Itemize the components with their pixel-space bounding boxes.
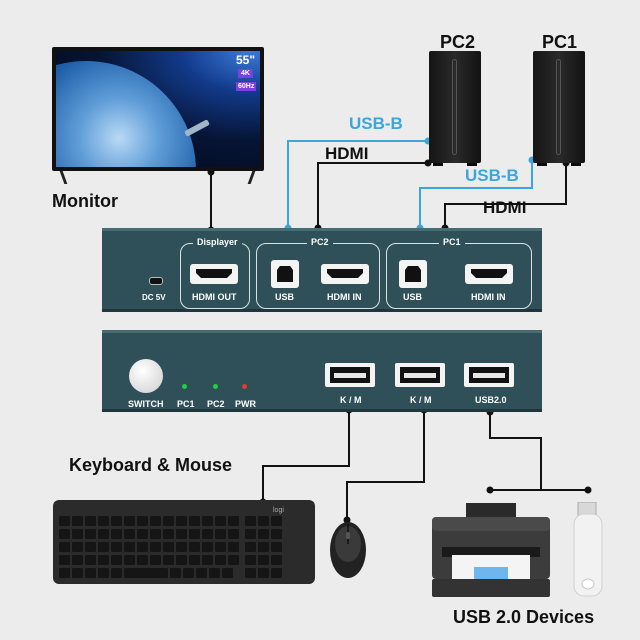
pc2-tower xyxy=(429,51,481,166)
mouse-image xyxy=(330,522,366,578)
pc2-group-title: PC2 xyxy=(307,237,333,247)
pc1-group-title: PC1 xyxy=(439,237,465,247)
resolution-badge: 4K xyxy=(238,69,253,78)
keyboard-cable xyxy=(262,410,350,502)
mouse-cable xyxy=(346,410,425,520)
usb-devices-label: USB 2.0 Devices xyxy=(453,607,595,627)
refresh-badge: 60Hz xyxy=(236,82,257,91)
earth-image xyxy=(56,61,196,167)
pc1-led xyxy=(182,384,187,389)
hdmi-label-pc2: HDMI xyxy=(325,144,369,163)
screen-size-badge: 55" xyxy=(236,53,256,67)
pc2-hdmi-cable xyxy=(317,162,428,228)
pc1-usb-b-port xyxy=(399,260,427,288)
pc1-tower xyxy=(533,51,585,166)
pc1-group: PC1 USB HDMI IN xyxy=(386,237,532,309)
monitor-screen xyxy=(56,51,260,167)
pc1-led-label: PC1 xyxy=(177,399,195,409)
pc2-led xyxy=(213,384,218,389)
pc1-usb-label: USB xyxy=(403,292,423,302)
printer-image xyxy=(432,503,550,597)
pc2-hdmi-in-label: HDMI IN xyxy=(327,292,362,302)
pc2-label: PC2 xyxy=(440,32,476,52)
displayer-title: Displayer xyxy=(193,237,242,247)
pc1-label: PC1 xyxy=(542,32,578,52)
dc-label: DC 5V xyxy=(142,293,166,302)
usb-devices-cable xyxy=(489,412,542,490)
pc2-usb-b-port xyxy=(271,260,299,288)
km-port-2-label: K / M xyxy=(410,395,432,405)
usb-b-label-pc2: USB-B xyxy=(349,114,403,133)
pc2-hdmi-in-port xyxy=(321,264,369,284)
monitor: 55" 4K 60Hz xyxy=(52,47,264,171)
pwr-led xyxy=(242,384,247,389)
km-port-1 xyxy=(325,363,375,387)
pc1-hdmi-cable xyxy=(444,163,567,228)
pc2-led-label: PC2 xyxy=(207,399,225,409)
switch-label: SWITCH xyxy=(128,399,164,409)
kvm-front-panel: SWITCH PC1 PC2 PWR K / M K / M USB2.0 xyxy=(102,330,542,412)
km-port-1-label: K / M xyxy=(340,395,362,405)
usb-drive-image xyxy=(573,502,603,597)
pc2-usb-cable xyxy=(287,140,428,228)
usb2-port-label: USB2.0 xyxy=(475,395,507,405)
pc1-usb-cable xyxy=(419,160,533,228)
usb2-port xyxy=(464,363,514,387)
pwr-led-label: PWR xyxy=(235,399,256,409)
pc1-hdmi-in-label: HDMI IN xyxy=(471,292,506,302)
keyboard-brand: logi xyxy=(273,507,284,514)
monitor-label: Monitor xyxy=(52,191,118,211)
pc2-usb-label: USB xyxy=(275,292,295,302)
pc1-hdmi-in-port xyxy=(465,264,513,284)
kvm-back-panel: DC 5V Displayer HDMI OUT PC2 USB HDMI IN… xyxy=(102,228,542,312)
km-port-2 xyxy=(395,363,445,387)
spaceship-image xyxy=(184,119,210,137)
hdmi-label-pc1: HDMI xyxy=(483,198,527,217)
displayer-group: Displayer HDMI OUT xyxy=(180,237,250,309)
usb-b-label-pc1: USB-B xyxy=(465,166,519,185)
dc-port xyxy=(149,277,163,285)
hdmi-out-label: HDMI OUT xyxy=(192,292,237,302)
keyboard-mouse-label: Keyboard & Mouse xyxy=(69,455,233,475)
pc2-group: PC2 USB HDMI IN xyxy=(256,237,380,309)
keyboard-image: logi xyxy=(53,500,315,584)
hdmi-out-port xyxy=(190,264,238,284)
switch-button[interactable] xyxy=(129,359,163,393)
